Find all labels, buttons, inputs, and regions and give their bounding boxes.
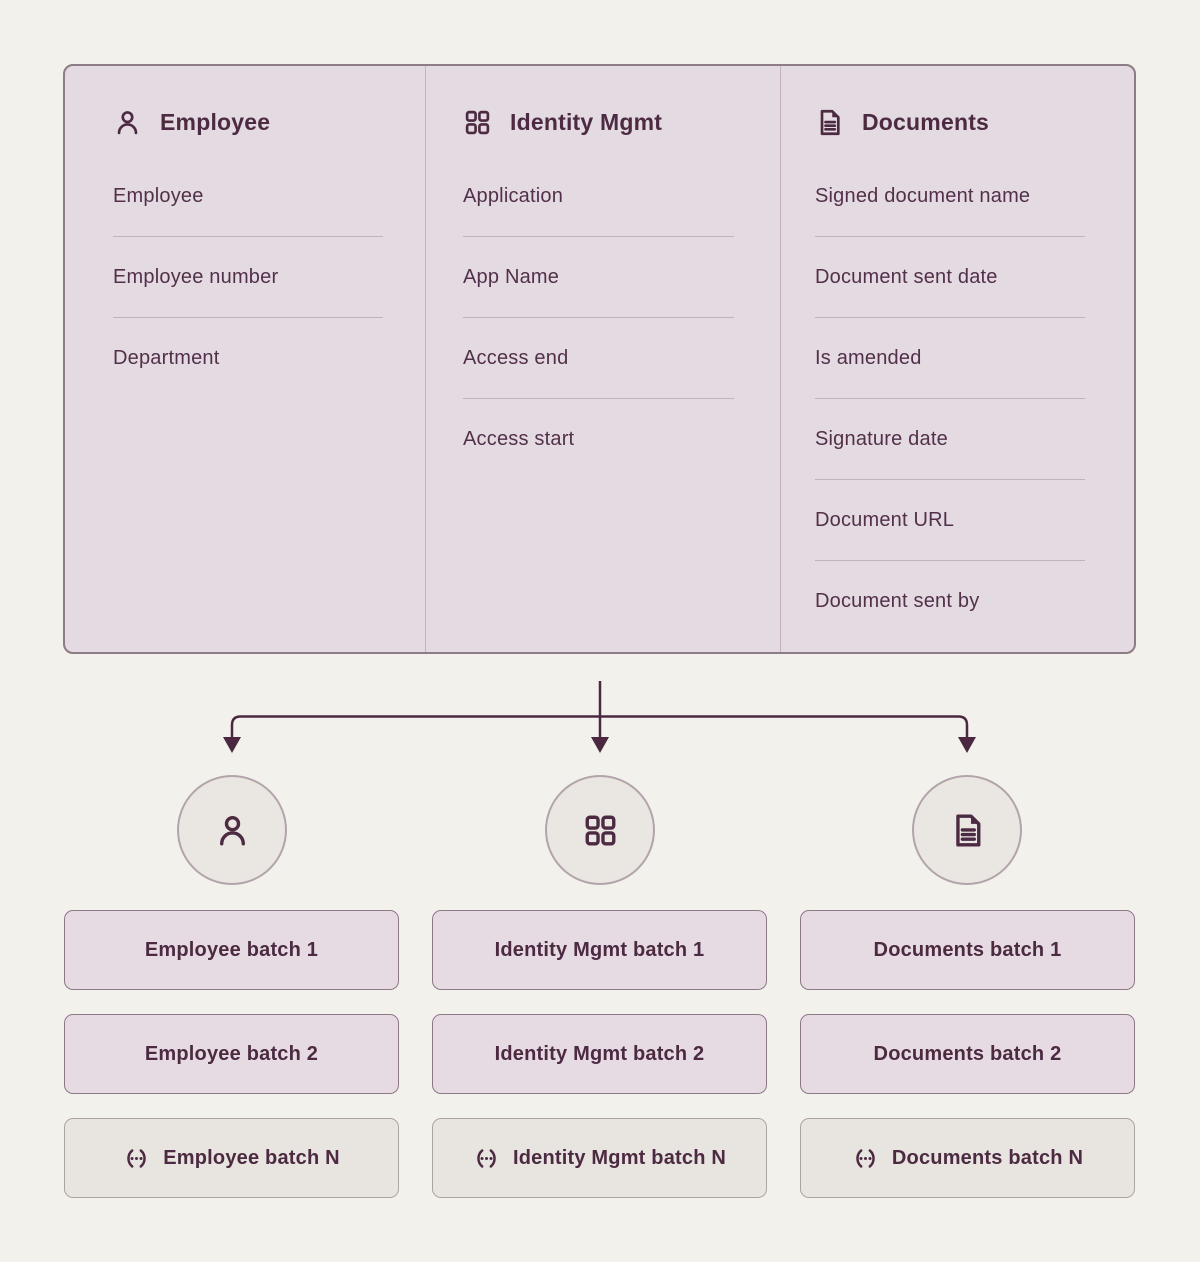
batch-label: Documents batch N	[891, 1146, 1084, 1169]
ellipsis-circle-icon	[477, 1148, 496, 1168]
document-icon	[820, 109, 840, 136]
batch-label: Employee batch 1	[144, 938, 319, 961]
field-row: Employee	[113, 156, 383, 237]
arrowhead-right	[958, 737, 976, 753]
field-row: Department	[113, 346, 220, 369]
batch-box-identity-mgmt-1: Identity Mgmt batch 1	[432, 910, 767, 990]
batch-label: Documents batch 1	[873, 938, 1062, 961]
entity-title: Identity Mgmt	[510, 109, 663, 135]
entity-fields-employee: Employee Employee number Department	[113, 156, 383, 398]
field-row: Signature date	[815, 399, 1085, 480]
batch-label: Employee batch 2	[144, 1042, 319, 1065]
batch-label: Identity Mgmt batch 1	[494, 938, 705, 961]
batch-label: Employee batch N	[163, 1146, 340, 1169]
node-circle-identity-mgmt	[545, 775, 655, 885]
entity-fields-documents: Signed document name Document sent date …	[815, 156, 1085, 641]
entity-title: Employee	[160, 109, 271, 135]
batch-box-documents-1: Documents batch 1	[800, 910, 1135, 990]
batch-label: Documents batch 2	[873, 1042, 1062, 1065]
batch-box-identity-mgmt-2: Identity Mgmt batch 2	[432, 1014, 767, 1094]
field-row: Is amended	[815, 318, 1085, 399]
batch-box-employee-n: Employee batch N	[64, 1118, 399, 1198]
batch-box-documents-2: Documents batch 2	[800, 1014, 1135, 1094]
ellipsis-circle-icon	[856, 1148, 875, 1168]
field-row: Signed document name	[815, 156, 1085, 237]
entity-header-documents: Documents	[815, 108, 1085, 137]
batch-box-documents-n: Documents batch N	[800, 1118, 1135, 1198]
arrow-branch-bar	[230, 715, 969, 738]
batch-box-employee-2: Employee batch 2	[64, 1014, 399, 1094]
node-circle-employee	[177, 775, 287, 885]
field-row: Access end	[463, 318, 734, 399]
batch-box-identity-mgmt-n: Identity Mgmt batch N	[432, 1118, 767, 1198]
entity-column-documents: Documents Signed document name Document …	[781, 66, 1134, 652]
field-row: Employee number	[113, 237, 383, 318]
node-circle-documents	[912, 775, 1022, 885]
entity-title: Documents	[862, 109, 990, 135]
entity-fields-identity-mgmt: Application App Name Access end Access s…	[463, 156, 734, 479]
batch-label: Identity Mgmt batch N	[512, 1146, 727, 1169]
person-icon	[117, 111, 138, 135]
grid-icon	[465, 110, 490, 135]
ellipsis-circle-icon	[127, 1148, 146, 1168]
person-icon	[219, 815, 245, 845]
field-row: Document sent date	[815, 237, 1085, 318]
grid-icon	[585, 815, 615, 845]
field-row: Access start	[463, 427, 575, 450]
field-row: Document URL	[815, 480, 1085, 561]
field-row: App Name	[463, 237, 734, 318]
arrowhead-center	[591, 737, 609, 753]
arrowhead-left	[223, 737, 241, 753]
schema-panel: Employee Employee Employee number Depart…	[63, 64, 1136, 654]
entity-header-employee: Employee	[113, 108, 383, 137]
batch-label: Identity Mgmt batch 2	[494, 1042, 705, 1065]
batch-grid: Employee batch 1 Identity Mgmt batch 1 D…	[64, 910, 1135, 1198]
entity-column-identity-mgmt: Identity Mgmt Application App Name Acces…	[426, 66, 781, 652]
field-row: Application	[463, 156, 734, 237]
batch-box-employee-1: Employee batch 1	[64, 910, 399, 990]
field-row: Document sent by	[815, 589, 980, 612]
entity-column-employee: Employee Employee Employee number Depart…	[65, 66, 426, 652]
document-icon	[955, 813, 980, 847]
entity-header-identity-mgmt: Identity Mgmt	[463, 108, 734, 137]
